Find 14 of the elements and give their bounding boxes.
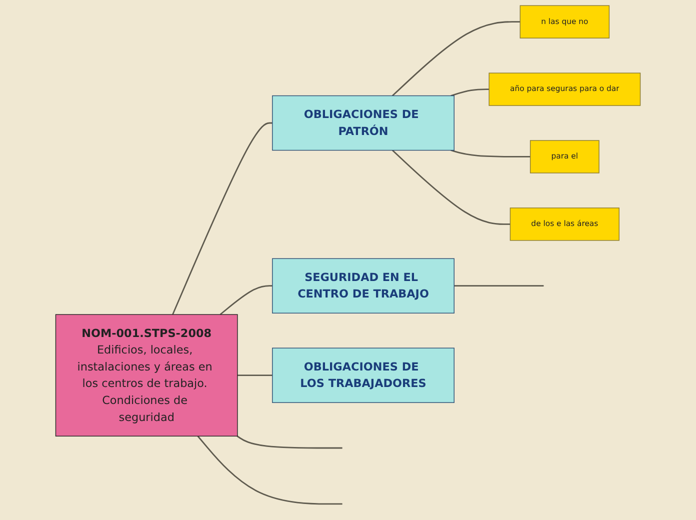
node-box: NOM-001.STPS-2008 Edificios, locales, instalaciones y áreas en los centros de trabajo. Condiciones de seguridad — [55, 314, 238, 436]
connector — [220, 285, 272, 316]
connector — [454, 285, 544, 287]
connector — [450, 88, 490, 96]
connector — [237, 374, 272, 376]
connector — [392, 21, 520, 96]
connector — [197, 436, 342, 505]
connector — [172, 122, 272, 315]
connector — [450, 150, 530, 158]
node-box: SEGURIDAD EN EL CENTRO DE TRABAJO — [272, 258, 454, 314]
node-box: OBLIGACIONES DE PATRÓN — [272, 95, 454, 151]
connector — [392, 150, 510, 225]
connector — [236, 436, 342, 449]
node-box: OBLIGACIONES DE LOS TRABAJADORES — [272, 348, 454, 403]
